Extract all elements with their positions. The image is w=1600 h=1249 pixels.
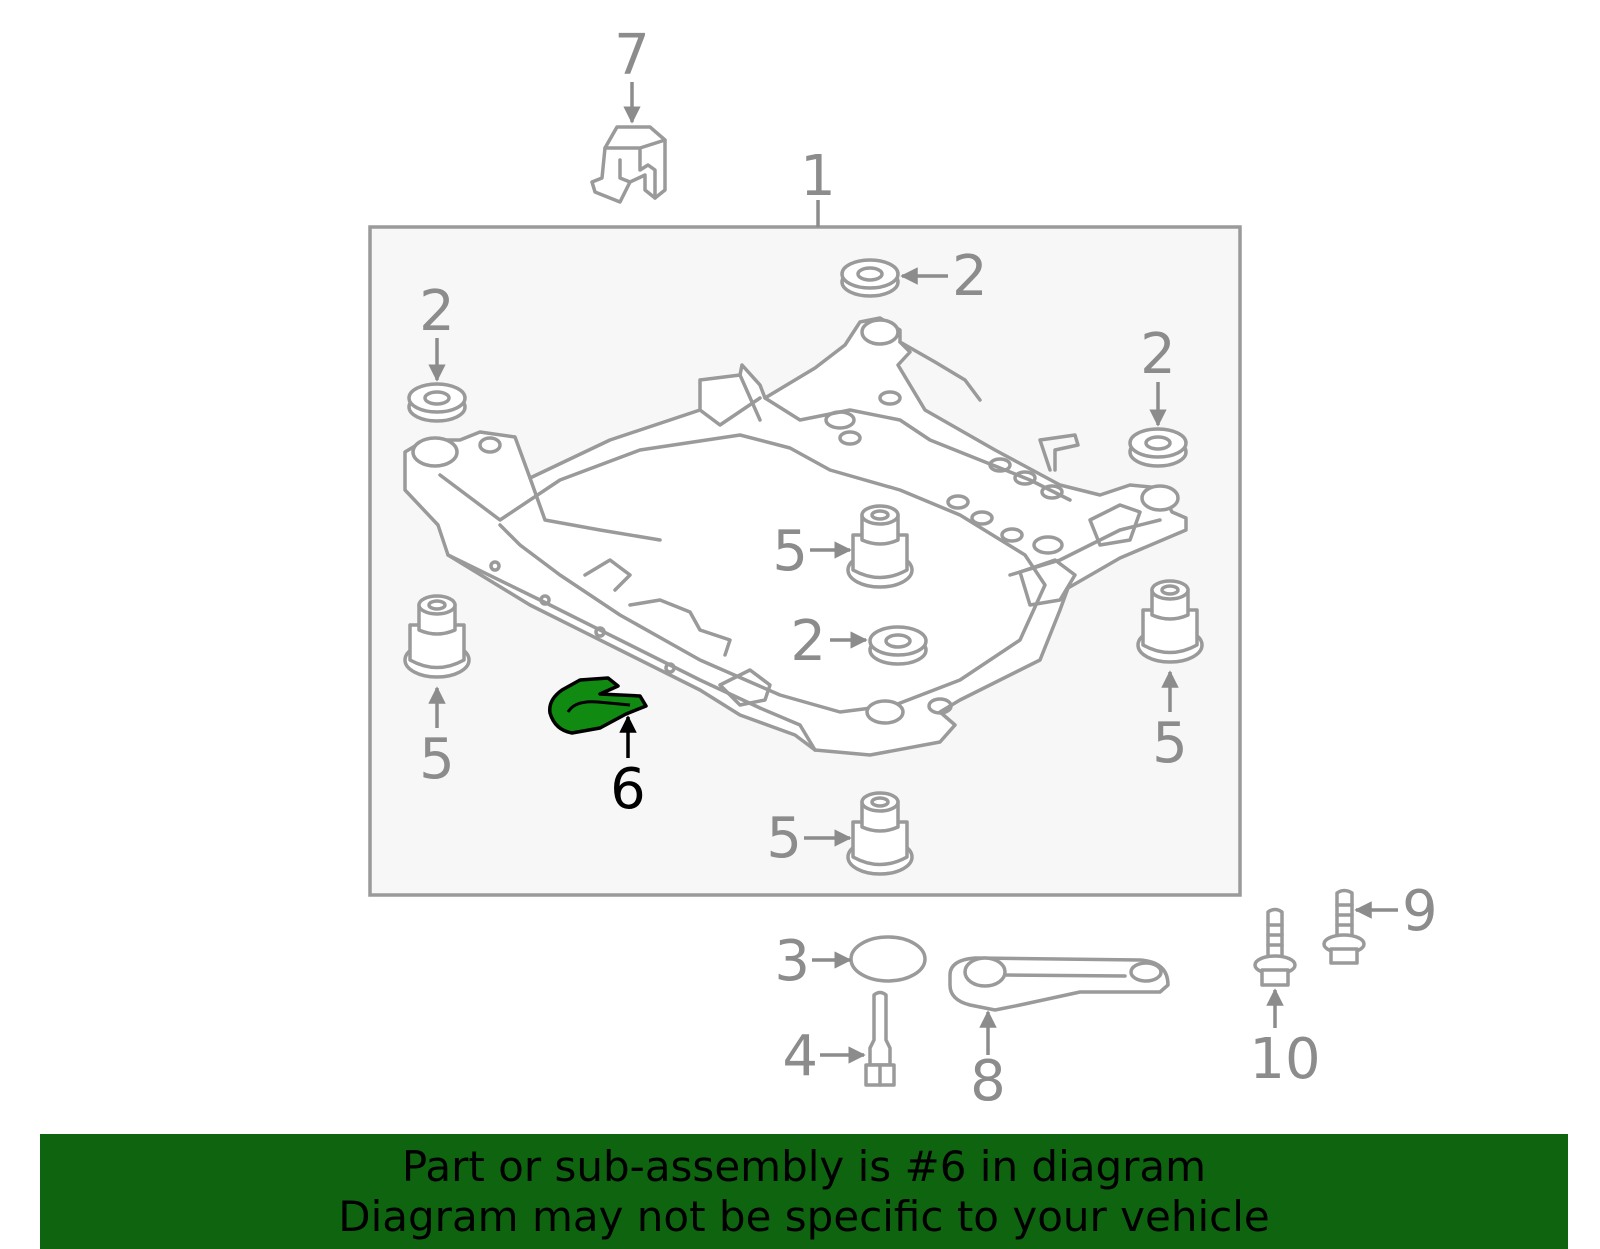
bracket-arm-part-8 [948, 956, 1170, 1012]
bolt-part-10 [1253, 907, 1297, 987]
grommet-part-2-left [407, 382, 467, 423]
banner-line-disclaimer: Diagram may not be specific to your vehi… [338, 1191, 1270, 1241]
callout-9: 9 [1402, 879, 1438, 944]
banner-line-part: Part or sub-assembly is #6 in diagram [401, 1141, 1207, 1191]
callout-6: 6 [610, 757, 646, 822]
callout-7: 7 [614, 23, 650, 88]
callout-5-right: 5 [1152, 711, 1188, 776]
callout-2-top: 2 [952, 244, 988, 309]
callout-2-right: 2 [1140, 322, 1176, 387]
bolt-part-9 [1322, 888, 1366, 965]
bracket-part-7 [590, 125, 667, 204]
callout-2-center: 2 [790, 609, 826, 674]
highlighted-part-6 [548, 676, 648, 735]
o-ring-part-3 [849, 935, 927, 983]
stud-part-4 [864, 990, 896, 1087]
callout-2-left: 2 [419, 279, 455, 344]
grommet-part-2-right [1128, 427, 1188, 468]
callout-10: 10 [1249, 1027, 1320, 1092]
bushing-part-5-center [846, 504, 914, 589]
subframe-part-1 [403, 316, 1188, 757]
bushing-part-5-left [403, 594, 471, 679]
info-banner: Part or sub-assembly is #6 in diagram Di… [40, 1134, 1568, 1249]
callout-5-bottom: 5 [766, 806, 802, 871]
grommet-part-2-top [840, 258, 900, 298]
callout-3: 3 [774, 929, 810, 994]
bushing-part-5-bottom [846, 791, 914, 876]
callout-5-center: 5 [772, 519, 808, 584]
callout-4: 4 [782, 1024, 818, 1089]
bushing-part-5-right [1136, 579, 1204, 664]
callout-5-left: 5 [419, 727, 455, 792]
grommet-part-2-center [868, 625, 928, 666]
callout-8: 8 [970, 1049, 1006, 1114]
callout-1: 1 [800, 144, 836, 209]
